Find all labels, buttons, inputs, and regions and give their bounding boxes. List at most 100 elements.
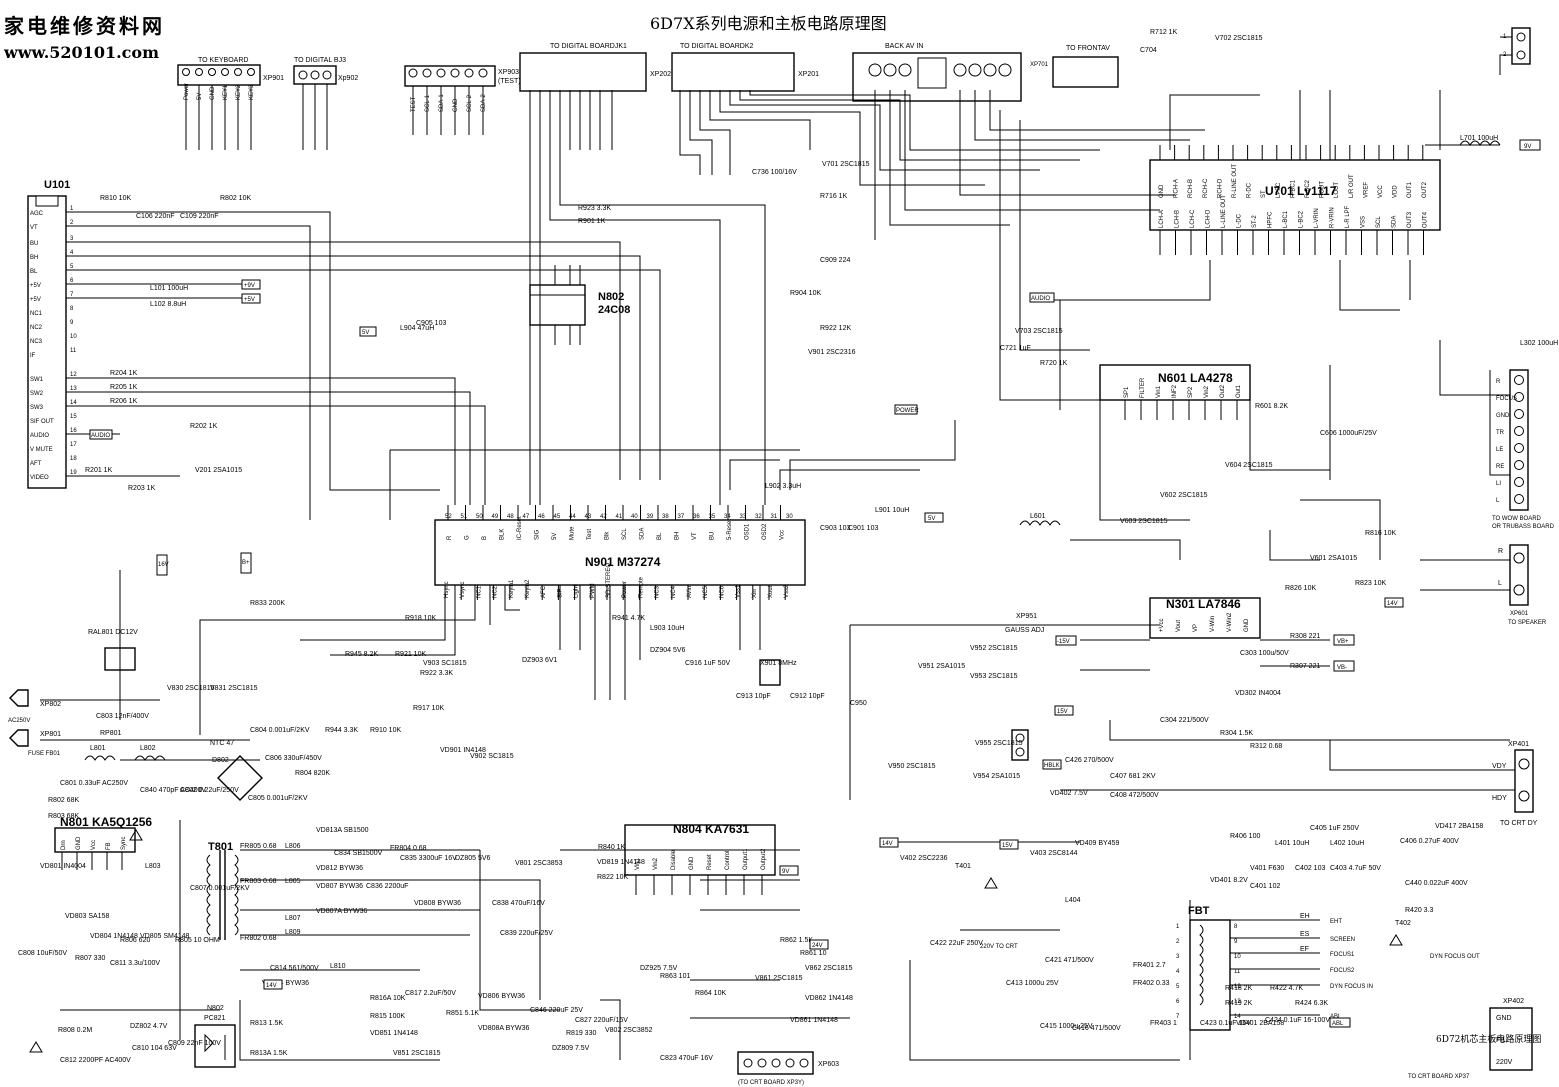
fbt-output-code: EH: [1300, 913, 1310, 920]
u701-top-pin: RCH-D: [1217, 178, 1223, 198]
r716-label: R716 1K: [820, 193, 848, 200]
n901-pin-number: 43: [585, 514, 592, 520]
net-15v: 15V: [1002, 843, 1013, 849]
svg-text:VB-: VB-: [1337, 665, 1347, 671]
l901-label: L901 10uH: [875, 507, 909, 514]
fbt-pin-number: 8: [1234, 924, 1238, 930]
r918-label: R918 10K: [405, 615, 436, 622]
sound-pin-hole: [1514, 375, 1524, 385]
l903-label: L903 10uH: [650, 625, 684, 632]
r204-label: R204 1K: [110, 370, 138, 377]
r917-label: R917 10K: [413, 705, 444, 712]
net-audio: AUDIO: [91, 433, 110, 439]
test-pin-label: SCL-2: [467, 94, 473, 112]
u701-top-pin: RCH-B: [1188, 179, 1194, 198]
sound-pin-hole: [1514, 477, 1524, 487]
vd401b-label: VD401 2BA158: [1236, 1020, 1284, 1027]
svg-text:14V: 14V: [882, 841, 893, 847]
sound-pin-label: GND: [1496, 413, 1510, 419]
xp401-dy-connector: XP401 VDY HDY TO CRT DY: [1492, 741, 1538, 827]
fbt-output-code: EF: [1300, 946, 1309, 953]
r944-label: R944 3.3K: [325, 727, 358, 734]
r816a-label: R816A 10K: [370, 995, 406, 1002]
u101-pin-label: +5V: [30, 297, 41, 303]
c415-label: C415 1000u 25V: [1040, 1023, 1093, 1030]
vd813a-label: VD813A SB1500: [316, 827, 369, 834]
u701-top-pin: OUT2: [1422, 181, 1428, 198]
n802-type: 24C08: [598, 304, 630, 316]
net-5v-2: 5V: [928, 516, 935, 522]
l701-label: L701 100uH: [1460, 135, 1498, 142]
l805-label: L805: [285, 878, 301, 885]
vd851-label: VD851 1N4148: [370, 1030, 418, 1037]
c846-label: C846 220uF 25V: [530, 1007, 583, 1014]
n901-pin-number: 37: [678, 514, 685, 520]
sound-pin-label: RE: [1496, 464, 1504, 470]
r307-label: R307 221: [1290, 663, 1320, 670]
sound-pin-label: TR: [1496, 430, 1505, 436]
n901-pin-number: 50: [476, 514, 483, 520]
keyboard-pin-hole: [182, 68, 190, 76]
vd807-label: VD807 BYW36: [316, 883, 363, 890]
crt-dy-header: TO CRT DY: [1500, 820, 1538, 827]
net-power: POWER: [896, 408, 919, 414]
n901-bottom-pin: NC6: [719, 585, 725, 598]
u701-bottom-pin: VSS: [1361, 216, 1367, 228]
r864-label: R864 10K: [695, 990, 726, 997]
n301-pin: V-Win2: [1227, 612, 1233, 632]
vd805-label: VD805 SM4148: [140, 933, 190, 940]
r941-label: R941 4.7K: [612, 615, 645, 622]
c827-label: C827 220uF/16V: [575, 1017, 628, 1024]
r201-label: R201 1K: [85, 467, 113, 474]
n901-pin-number: 39: [647, 514, 654, 520]
u101-pin-number: 18: [70, 456, 77, 462]
fbt-output-code: ES: [1300, 931, 1310, 938]
r833-label: R833 200K: [250, 600, 285, 607]
u701-bottom-pin: ST-2: [1252, 215, 1258, 228]
n901-top-pin: BU: [710, 532, 716, 540]
u701-label: U701 Lv1117: [1265, 184, 1337, 198]
u701-bottom-pin: LCH-D: [1206, 209, 1212, 228]
u101-pin-label: NC1: [30, 311, 43, 317]
n301-pin: +Vcc: [1159, 618, 1165, 632]
vd804-label: VD804 1N4148: [90, 933, 138, 940]
c903-label: C903 103: [820, 525, 850, 532]
n804-pin: Output2: [761, 848, 767, 870]
fbt-pin-number: 2: [1176, 939, 1180, 945]
svg-text:9V: 9V: [1524, 144, 1531, 150]
sound-pin-hole: [1514, 426, 1524, 436]
svg-text:D802: D802: [212, 757, 229, 764]
u701-top-pin: R-BC1: [1290, 179, 1296, 198]
u701-top-pin: RCH-C: [1203, 178, 1209, 198]
u701-bottom-pin: L-VRIN: [1314, 208, 1320, 228]
r910-label: R910 10K: [370, 727, 401, 734]
v830-label: V830 2SC1815: [167, 685, 215, 692]
n601-pin: SP1: [1124, 386, 1130, 398]
c109-label: C109 220nF: [180, 213, 219, 220]
c704-label: C704: [1140, 47, 1157, 54]
xp202-body: [519, 52, 647, 92]
test-pin-hole: [422, 68, 432, 78]
t402-label: T402: [1395, 920, 1411, 927]
c803-label: C803 12nF/400V: [96, 713, 149, 720]
xp402-body: [1489, 1007, 1533, 1071]
c811-label: C811 3.3u/100V: [110, 960, 160, 967]
c406-label: C406 0.27uF 400V: [1400, 838, 1459, 845]
net-5v: +5V: [244, 297, 255, 303]
r819-label: R819 330: [566, 1030, 596, 1037]
u101-pin-number: 6: [70, 278, 74, 284]
n901-top-pin: 5V: [552, 533, 558, 540]
v953-label: V953 2SC1815: [970, 673, 1018, 680]
c407-label: C407 681 2KV: [1110, 773, 1156, 780]
l302-label: L302 100uH: [1520, 340, 1558, 347]
r923-label: R923 3.3K: [578, 205, 611, 212]
c838-label: C838 470uF/16V: [492, 900, 545, 907]
n802b-type: PC821: [204, 1015, 226, 1022]
l402-label: L402 10uH: [1330, 840, 1364, 847]
u101-pin-label: BU: [30, 241, 38, 247]
xp201-label: XP201: [798, 71, 819, 78]
xp601-label: XP601: [1510, 611, 1529, 617]
r851-label: R851 5.1K: [446, 1010, 479, 1017]
